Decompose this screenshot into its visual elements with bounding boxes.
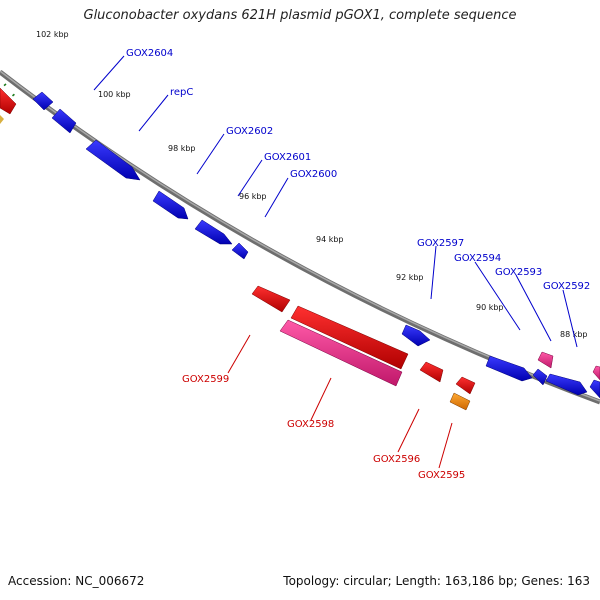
tick-mark [3,83,7,87]
leader-line [474,261,521,331]
gene-arrow [532,368,548,386]
tick-mark [11,93,15,97]
leader-line [138,94,169,132]
forward-genes [32,91,600,399]
gene-arrow [545,373,588,396]
leader-line [397,408,420,453]
gene-label-gox2599: GOX2599 [182,374,229,385]
gene-label-gox2593: GOX2593 [495,267,542,278]
kbp-label: 90 kbp [476,303,504,312]
gene-arrow [401,324,431,347]
kbp-label: 92 kbp [396,273,424,282]
gene-label-gox2596: GOX2596 [373,454,420,465]
kbp-label: 100 kbp [98,90,131,99]
gene-label-gox2601: GOX2601 [264,152,311,163]
accession-text: Accession: NC_006672 [8,574,145,588]
gene-arrow [449,392,471,411]
kbp-label: 98 kbp [168,144,196,153]
gene-arrow [194,219,233,245]
kbp-label: 96 kbp [239,192,267,201]
gene-arrow [51,108,77,134]
leader-line [264,177,289,218]
leader-line [430,245,437,300]
gene-label-gox2604: GOX2604 [126,48,173,59]
gene-arrow [537,351,554,369]
gene-arrow [592,365,600,381]
gene-arrow [419,361,444,383]
tick-rings [3,83,15,97]
gene-label-gox2600: GOX2600 [290,169,337,180]
map-title: Gluconobacter oxydans 621H plasmid pGOX1… [83,8,517,23]
kbp-label: 102 kbp [36,30,69,39]
gene-label-gox2595: GOX2595 [418,470,465,481]
kbp-label: 94 kbp [316,235,344,244]
gene-arrow [279,319,403,387]
label-leaders [93,55,578,469]
gene-arrow [251,285,291,313]
reverse-genes [0,87,600,411]
gene-label-repc: repC [170,87,193,98]
leader-line [237,159,263,197]
gene-arrow [231,242,249,260]
gene-arrow [485,355,533,382]
gene-arrow [0,115,4,124]
leader-line [196,133,225,175]
leader-line [310,377,332,421]
leader-line [562,289,578,348]
gene-arrow [589,379,600,399]
gene-arrow [455,376,476,395]
gene-arrow [0,87,17,115]
gene-label-gox2592: GOX2592 [543,281,590,292]
gene-arrow [85,139,141,181]
gene-label-gox2597: GOX2597 [417,238,464,249]
gene-labels: GOX2604 repC GOX2602 GOX2601 GOX2600 GOX… [126,48,590,481]
summary-text: Topology: circular; Length: 163,186 bp; … [283,574,590,588]
gene-label-gox2602: GOX2602 [226,126,273,137]
gene-arrow [32,91,54,111]
gene-arrow [290,305,409,370]
leader-line [227,334,251,374]
leader-line [515,274,552,342]
backbone-ring-highlight [0,70,600,402]
gene-label-gox2598: GOX2598 [287,419,334,430]
leader-line [93,55,125,91]
kbp-labels: 102 kbp 100 kbp 98 kbp 96 kbp 94 kbp 92 kbp 90… [36,30,588,339]
backbone-ring [0,70,600,405]
gene-arrow [152,190,189,220]
gene-label-gox2594: GOX2594 [454,253,501,264]
leader-line [438,422,453,469]
